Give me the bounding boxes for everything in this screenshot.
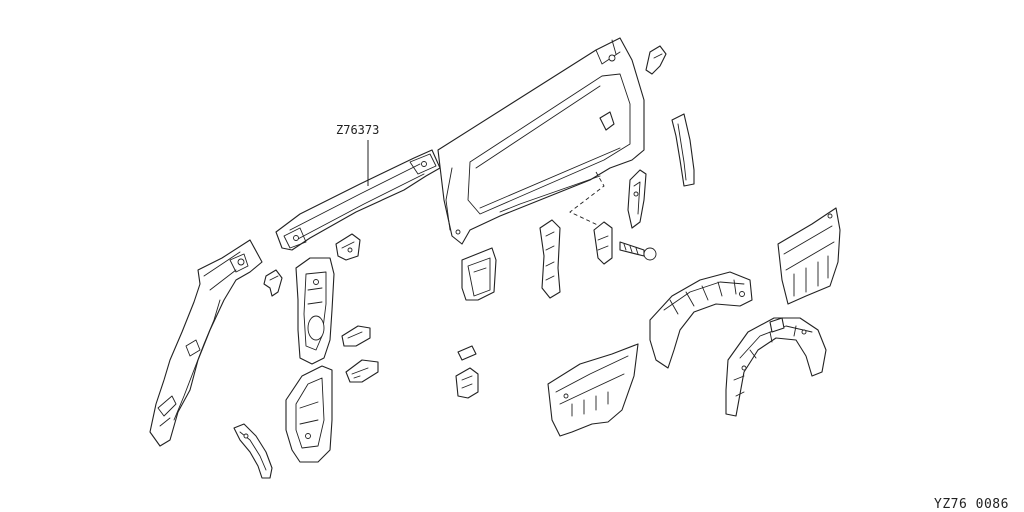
part-number-label: Z76373 bbox=[336, 123, 379, 137]
fastener-indication-lines bbox=[569, 171, 605, 229]
pillar-connector-upper-part[interactable] bbox=[341, 325, 371, 347]
front-pillar-bracket-part[interactable] bbox=[263, 269, 283, 297]
roof-rail-bracket-part[interactable] bbox=[335, 233, 361, 261]
lower-wheelhouse-reinforcement-part[interactable] bbox=[233, 423, 273, 479]
drawing-reference-code: YZ76 0086 bbox=[934, 497, 1009, 512]
part-number-callout: Z76373 bbox=[336, 123, 379, 186]
center-pillar-lower-part[interactable] bbox=[285, 365, 333, 463]
rear-roof-bracket-part[interactable] bbox=[645, 45, 667, 75]
quarter-window-clip-part[interactable] bbox=[599, 111, 615, 131]
front-pillar-outer-part[interactable] bbox=[149, 239, 263, 447]
roof-side-rail-part[interactable] bbox=[275, 149, 441, 251]
rear-lower-side-panel-part[interactable] bbox=[547, 343, 639, 437]
lower-pillar-bracket-part[interactable] bbox=[455, 367, 479, 399]
center-pillar-upper-part[interactable] bbox=[295, 257, 335, 365]
rear-quarter-inner-lower-part[interactable] bbox=[777, 207, 841, 305]
pillar-connector-lower-part[interactable] bbox=[345, 359, 379, 383]
rear-wheelhouse-inner-part[interactable] bbox=[725, 317, 827, 417]
center-sill-bracket-part[interactable] bbox=[539, 219, 561, 299]
bolt-part[interactable] bbox=[619, 241, 657, 261]
rear-pillar-inner-strip-part[interactable] bbox=[671, 113, 695, 187]
bracket-with-bolt-part[interactable] bbox=[593, 221, 613, 265]
body-side-outer-panel-part[interactable] bbox=[437, 37, 645, 245]
small-clip-part[interactable] bbox=[457, 345, 477, 361]
rear-wheelhouse-outer-part[interactable] bbox=[649, 271, 753, 369]
side-sill-reinforcement-part[interactable] bbox=[461, 247, 497, 301]
rear-pillar-reinforcement-part[interactable] bbox=[627, 169, 647, 229]
wheelhouse-clip-part[interactable] bbox=[769, 317, 785, 333]
